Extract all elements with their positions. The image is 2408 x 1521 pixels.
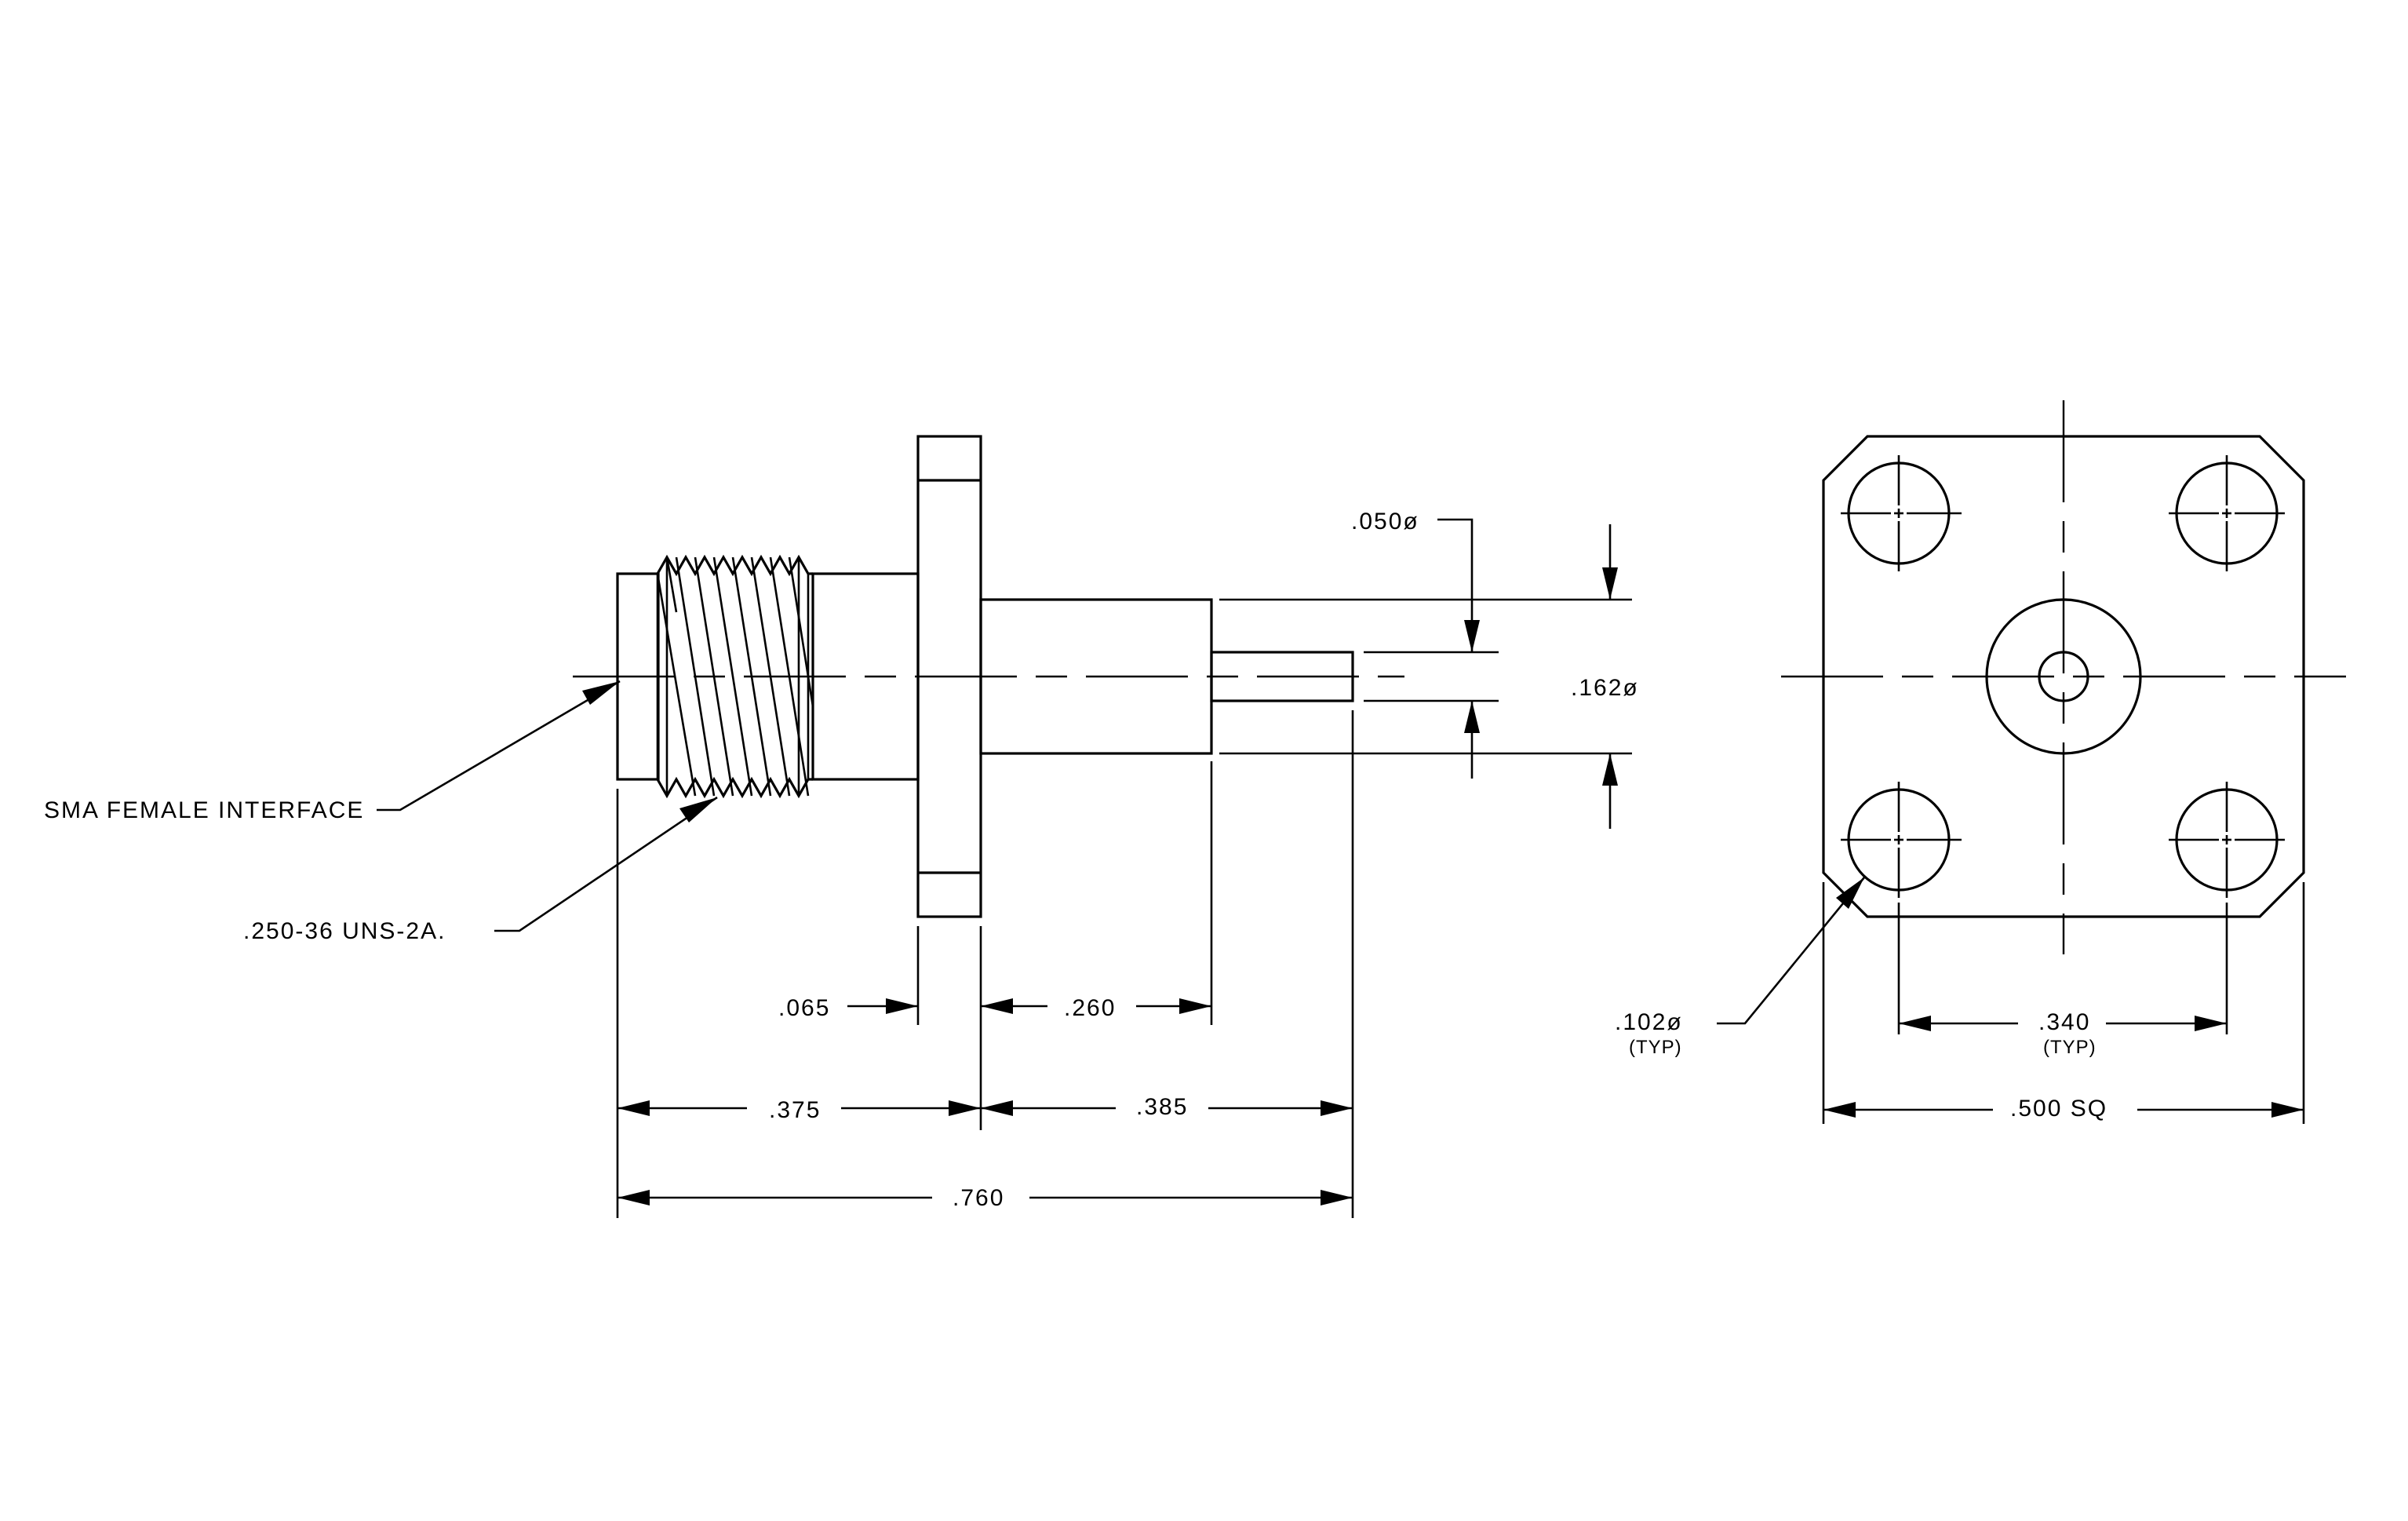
dim-overall-length: .760: [617, 1185, 1353, 1211]
side-view: .050ø .162ø .065 .260: [44, 435, 1639, 1218]
thread-section: [656, 554, 813, 799]
body-diameter-label: .162ø: [1571, 675, 1639, 701]
pin-circle: [2038, 651, 2089, 702]
insulator-circle: [1985, 598, 2142, 755]
mounting-holes: [1841, 455, 2285, 898]
flange-thickness-label: .065: [778, 995, 830, 1021]
dim-hole-diameter: .102ø (TYP): [1615, 877, 1866, 1058]
overall-length-label: .760: [953, 1185, 1004, 1211]
dim-body-diameter: .162ø: [1571, 524, 1639, 829]
flange-outline: [1822, 435, 2305, 918]
dim-pin-diameter: .050ø: [1351, 509, 1480, 779]
interface-label: SMA FEMALE INTERFACE: [44, 797, 364, 823]
hole-spacing-label: .340: [2038, 1009, 2090, 1035]
flange-view: .102ø (TYP) .340 (TYP) .500 SQ: [1615, 400, 2346, 1124]
dim-flange-thickness: .065: [778, 995, 918, 1021]
callout-interface: SMA FEMALE INTERFACE: [44, 680, 621, 823]
hole-diameter-note: (TYP): [1629, 1037, 1682, 1058]
hole-diameter-label: .102ø: [1615, 1009, 1683, 1035]
pin-diameter-label: .050ø: [1351, 509, 1419, 534]
callout-thread: .250-36 UNS-2A.: [243, 796, 718, 944]
dim-body-length: .260: [981, 995, 1211, 1021]
thread-label: .250-36 UNS-2A.: [243, 918, 446, 944]
dim-flange-size: .500 SQ: [1823, 1096, 2304, 1122]
hole-spacing-note: (TYP): [2043, 1037, 2097, 1058]
flange-extension-lines: [1822, 882, 2305, 1124]
dim-rear-length: .385: [981, 1094, 1353, 1120]
body-length-label: .260: [1064, 995, 1116, 1021]
dim-hole-spacing: .340 (TYP): [1899, 1009, 2227, 1058]
center-pin: [1210, 651, 1354, 702]
dim-front-length: .375: [617, 1097, 981, 1123]
rear-length-label: .385: [1136, 1094, 1188, 1120]
extension-lines: [616, 598, 1632, 1218]
front-length-label: .375: [769, 1097, 821, 1123]
flange-size-label: .500 SQ: [2010, 1096, 2107, 1122]
